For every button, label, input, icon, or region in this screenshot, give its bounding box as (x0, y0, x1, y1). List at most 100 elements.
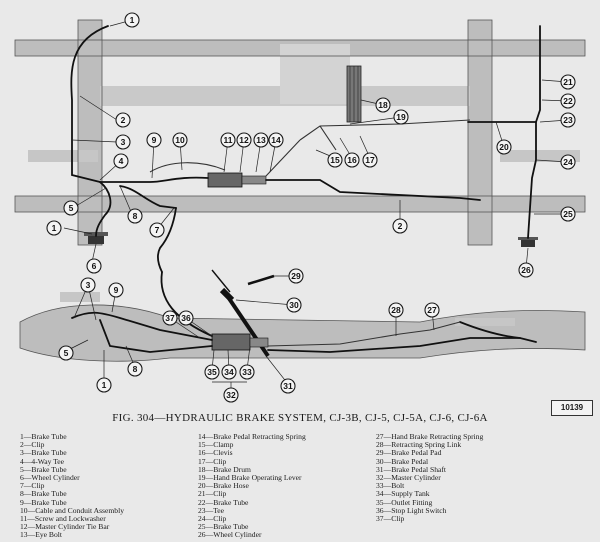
callout-30: 30 (286, 297, 302, 313)
callout-22: 22 (560, 93, 576, 109)
callout-9-bottom: 9 (108, 282, 124, 298)
callout-29: 29 (288, 268, 304, 284)
callout-9-top: 9 (146, 132, 162, 148)
callout-3: 3 (115, 134, 131, 150)
master-cylinder-side (211, 333, 269, 351)
legend-item: 12—Master Cylinder Tie Bar (20, 522, 110, 532)
callout-31: 31 (280, 378, 296, 394)
callout-5-bottom: 5 (58, 345, 74, 361)
callout-23: 23 (560, 112, 576, 128)
legend-item: 9—Brake Tube (20, 497, 67, 507)
figure-caption: FIG. 304—HYDRAULIC BRAKE SYSTEM, CJ-3B, … (112, 412, 488, 424)
brake-system-diagram: 1 2 3 4 5 1 6 8 9 10 11 12 13 14 7 15 16… (14, 12, 586, 403)
callout-label: 11 (224, 135, 233, 145)
legend-item: 15—Clamp (198, 440, 234, 450)
callout-label: 33 (242, 367, 252, 377)
callout-13: 13 (253, 132, 269, 148)
callout-24: 24 (560, 154, 576, 170)
callout-label: 15 (330, 155, 340, 165)
callout-label: 16 (347, 155, 357, 165)
frame-plan-outline (14, 19, 586, 246)
callout-label: 1 (102, 380, 107, 390)
callout-label: 32 (226, 390, 236, 400)
frame-side-view (19, 292, 586, 362)
callout-25: 25 (560, 206, 576, 222)
parts-legend: 1—Brake Tube 2—Clip 3—Brake Tube 4—4-Way… (20, 432, 590, 540)
legend-column-2: 14—Brake Pedal Retracting Spring 15—Clam… (198, 432, 376, 540)
legend-item: 11—Screw and Lockwasher (20, 514, 106, 524)
callout-28: 28 (388, 302, 404, 318)
callout-label: 1 (130, 15, 135, 25)
callout-label: 8 (133, 364, 138, 374)
legend-item: 2—Clip (20, 440, 45, 450)
callout-label: 18 (378, 100, 388, 110)
legend-item: 29—Brake Pedal Pad (376, 448, 442, 458)
legend-item: 37—Clip (376, 514, 405, 524)
callout-3-bottom: 3 (80, 277, 96, 293)
callout-32: 32 (223, 387, 239, 403)
callout-label: 20 (499, 142, 509, 152)
callout-34: 34 (221, 364, 237, 380)
callout-10: 10 (172, 132, 188, 148)
callout-label: 5 (64, 348, 69, 358)
callout-15: 15 (327, 152, 343, 168)
callout-label: 9 (114, 285, 119, 295)
callout-label: 13 (256, 135, 266, 145)
callout-37: 37 (162, 310, 178, 326)
callout-label: 2 (398, 221, 403, 231)
callout-label: 17 (365, 155, 375, 165)
callout-16: 16 (344, 152, 360, 168)
callout-35: 35 (204, 364, 220, 380)
callout-2-right: 2 (392, 218, 408, 234)
callout-4: 4 (113, 153, 129, 169)
callout-label: 24 (563, 157, 573, 167)
callout-label: 26 (521, 265, 531, 275)
legend-item: 25—Brake Tube (198, 522, 249, 532)
master-cylinder-plan (207, 172, 267, 188)
legend-item: 19—Hand Brake Operating Lever (198, 473, 302, 483)
legend-item: 20—Brake Hose (198, 481, 249, 491)
legend-item: 16—Clevis (198, 448, 233, 458)
figure-number-box: 10139 (551, 400, 593, 416)
legend-item: 1—Brake Tube (20, 432, 67, 441)
legend-item: 18—Brake Drum (198, 464, 251, 474)
callout-label: 23 (563, 115, 573, 125)
callout-label: 19 (396, 112, 406, 122)
legend-item: 22—Brake Tube (198, 497, 249, 507)
legend-item: 24—Clip (198, 514, 227, 524)
callout-14: 14 (268, 132, 284, 148)
callout-33: 33 (239, 364, 255, 380)
legend-item: 8—Brake Tube (20, 489, 67, 499)
callout-label: 9 (152, 135, 157, 145)
callout-label: 10 (175, 135, 185, 145)
callout-label: 21 (563, 77, 573, 87)
callout-6: 6 (86, 258, 102, 274)
callout-label: 3 (121, 137, 126, 147)
callout-label: 37 (165, 313, 175, 323)
legend-column-1: 1—Brake Tube 2—Clip 3—Brake Tube 4—4-Way… (20, 432, 198, 539)
legend-item: 27—Hand Brake Retracting Spring (376, 432, 484, 441)
brake-tubes-plan (70, 25, 541, 273)
callout-17: 17 (362, 152, 378, 168)
callout-label: 7 (155, 225, 160, 235)
callout-label: 25 (563, 209, 573, 219)
callout-label: 31 (283, 381, 293, 391)
legend-item: 17—Clip (198, 456, 227, 466)
legend-item: 21—Clip (198, 489, 227, 499)
callout-36: 36 (178, 310, 194, 326)
callout-26: 26 (518, 262, 534, 278)
legend-item: 23—Tee (198, 505, 225, 515)
legend-item: 32—Master Cylinder (376, 473, 441, 483)
brake-cables-plan (149, 119, 471, 177)
legend-item: 30—Brake Pedal (376, 456, 429, 466)
legend-item: 33—Bolt (376, 481, 405, 491)
callout-8-top: 8 (127, 208, 143, 224)
legend-item: 6—Wheel Cylinder (20, 473, 80, 483)
callout-19: 19 (393, 109, 409, 125)
legend-item: 7—Clip (20, 481, 45, 491)
callout-label: 1 (52, 223, 57, 233)
legend-item: 26—Wheel Cylinder (198, 530, 262, 540)
legend-item: 3—Brake Tube (20, 448, 67, 458)
callout-20: 20 (496, 139, 512, 155)
legend-item: 28—Retracting Spring Link (376, 440, 462, 450)
